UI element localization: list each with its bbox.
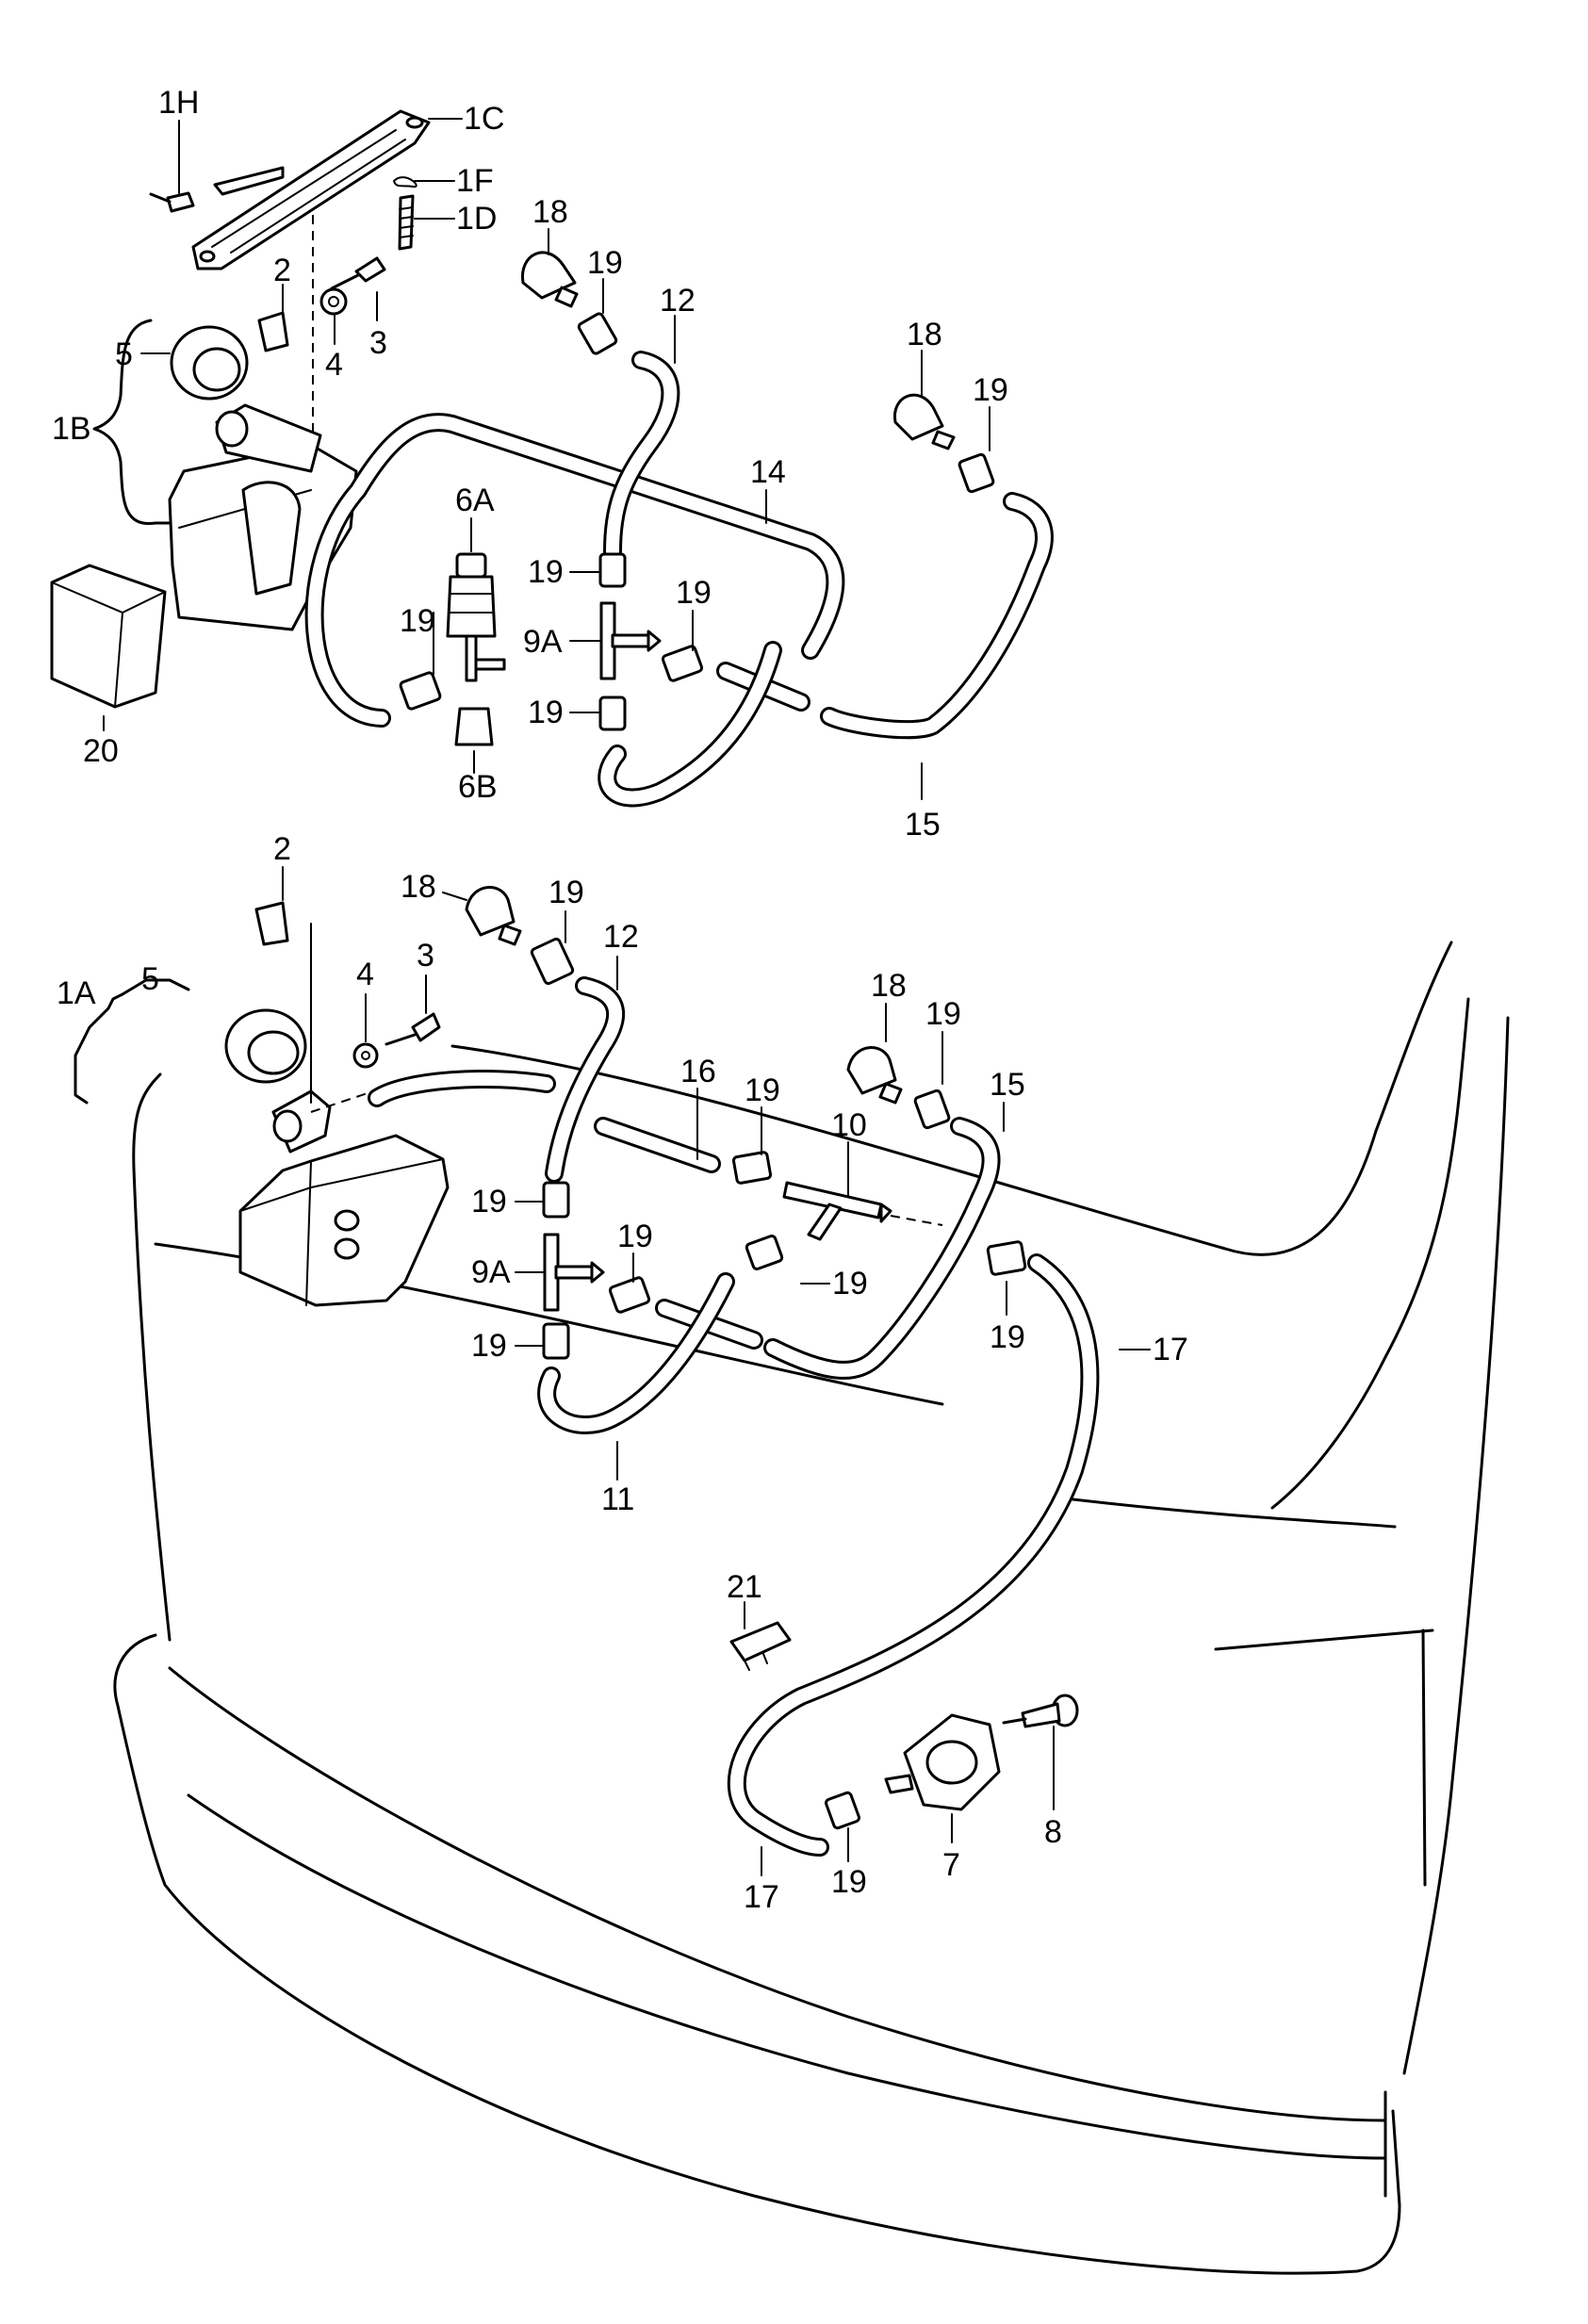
callout-1f: 1F — [456, 163, 494, 199]
vehicle-body-outline — [113, 941, 1510, 2275]
callout-20: 20 — [83, 733, 119, 769]
bolt-1d — [398, 194, 415, 251]
callout-2-lower: 2 — [273, 831, 291, 867]
callout-19-lower-4: 19 — [471, 1184, 507, 1219]
callout-19-upper-2: 19 — [973, 372, 1008, 408]
callout-18-lower-left: 18 — [401, 869, 436, 905]
callout-19-lower-8: 19 — [990, 1319, 1025, 1355]
t-piece-10 — [782, 1181, 892, 1241]
callout-7: 7 — [942, 1847, 960, 1883]
brace-1b — [92, 319, 172, 526]
callout-1c: 1C — [464, 101, 504, 137]
clip-nut-2-upper — [257, 311, 289, 352]
callout-9a-upper: 9A — [523, 624, 563, 660]
callout-19-upper-1: 19 — [587, 245, 623, 281]
callout-5-lower: 5 — [141, 961, 159, 997]
callout-19-lower-3: 19 — [745, 1072, 780, 1108]
sponge-20 — [50, 564, 167, 709]
callout-17-bottom: 17 — [744, 1879, 779, 1915]
callout-17-right: 17 — [1153, 1332, 1188, 1367]
callout-19-lower-6: 19 — [832, 1266, 868, 1301]
callout-16: 16 — [680, 1054, 716, 1089]
callout-4-upper: 4 — [325, 347, 343, 383]
callout-18-upper-right: 18 — [907, 317, 942, 352]
callout-9a-lower: 9A — [471, 1254, 511, 1290]
callout-3-lower: 3 — [417, 938, 434, 974]
washer-jet-18-upper-left — [521, 251, 579, 308]
callout-2-upper: 2 — [273, 253, 291, 288]
callout-15-upper: 15 — [905, 807, 941, 843]
callout-19-lower-9: 19 — [831, 1864, 867, 1900]
callout-5-upper: 5 — [115, 336, 133, 372]
washer-4-lower — [352, 1042, 379, 1069]
callout-21: 21 — [727, 1569, 762, 1605]
grommet-6b — [454, 707, 494, 746]
rivet-1h — [149, 191, 195, 213]
brace-1a — [74, 978, 190, 1086]
washer-reservoir-upper — [168, 403, 358, 631]
callout-labels: 1H 1C 1F 1D 2 3 4 5 1B 18 19 12 18 19 14… — [52, 85, 1188, 1915]
t-piece-9a-upper — [599, 601, 662, 680]
callout-1a: 1A — [57, 975, 96, 1011]
headlamp-nozzle-7 — [884, 1713, 1001, 1811]
filler-cap-5-upper — [170, 325, 249, 401]
callout-19-lower-5: 19 — [617, 1219, 653, 1254]
clip-nut-2-lower — [254, 901, 289, 946]
callout-6b: 6B — [458, 769, 498, 805]
screw-3-lower — [385, 1012, 441, 1046]
callout-15-lower: 15 — [990, 1067, 1025, 1103]
callout-19-upper-5: 19 — [676, 575, 712, 611]
hose-connector-19-upper — [399, 312, 995, 731]
screw-3-upper — [330, 256, 386, 290]
callout-14: 14 — [750, 454, 786, 490]
callout-19-upper-3: 19 — [528, 554, 564, 590]
callout-11: 11 — [601, 1481, 634, 1517]
mounting-bracket — [191, 109, 431, 270]
callout-3-upper: 3 — [369, 325, 387, 361]
screw-8 — [1002, 1694, 1079, 1728]
callout-10: 10 — [831, 1107, 867, 1143]
washer-jet-18-upper-right — [893, 393, 956, 450]
callout-18-lower-right: 18 — [871, 968, 907, 1004]
callout-12-lower: 12 — [603, 919, 639, 955]
callout-19-lower-1: 19 — [548, 875, 584, 910]
washer-jet-18-lower-right — [846, 1046, 903, 1105]
washer-jet-18-lower-left — [465, 886, 522, 946]
cover-21 — [729, 1621, 792, 1662]
callout-6a: 6A — [455, 483, 495, 518]
washer-reservoir-lower — [238, 1089, 450, 1307]
callout-19-upper-4: 19 — [400, 603, 435, 639]
callout-1h: 1H — [158, 85, 199, 121]
callout-19-lower-2: 19 — [925, 996, 961, 1032]
callout-19-upper-6: 19 — [528, 695, 564, 730]
washer-pump-6a — [446, 552, 506, 682]
callout-1b: 1B — [52, 411, 91, 447]
callout-1d: 1D — [456, 201, 497, 237]
callout-8: 8 — [1044, 1814, 1062, 1850]
filler-cap-5-lower — [224, 1008, 307, 1084]
callout-12-upper: 12 — [660, 283, 696, 319]
clip-1f — [393, 176, 417, 188]
callout-18-upper-left: 18 — [532, 194, 568, 230]
t-piece-9a-lower — [543, 1233, 605, 1312]
callout-4-lower: 4 — [356, 957, 374, 992]
callout-19-lower-7: 19 — [471, 1328, 507, 1364]
hose-connector-19-lower — [530, 937, 1027, 1830]
washer-4-upper — [319, 287, 348, 316]
